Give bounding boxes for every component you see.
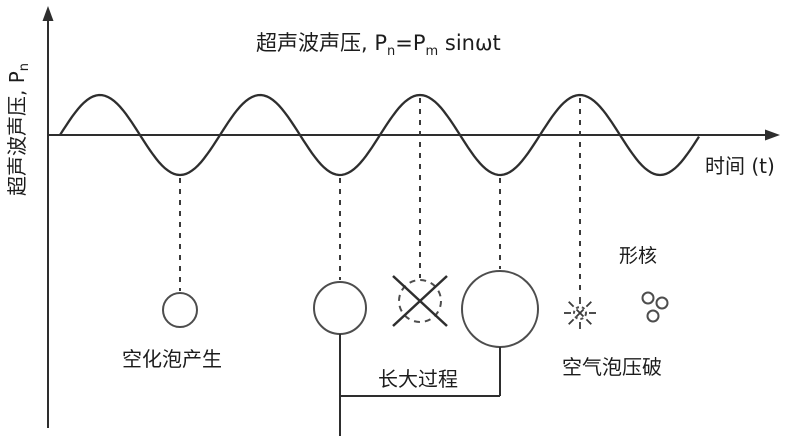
growth-bracket xyxy=(339,334,501,436)
crossed-bubble-icon xyxy=(392,275,448,327)
bubble-large xyxy=(461,270,539,348)
x-axis-label: 时间 (t) xyxy=(705,154,775,178)
y-axis-arrow-icon xyxy=(42,6,54,21)
label-nucleation: 形核 xyxy=(619,245,657,267)
bubble-medium xyxy=(313,281,367,335)
label-growth-process: 长大过程 xyxy=(378,367,458,391)
label-bubble-collapse: 空气泡压破 xyxy=(562,355,662,379)
label-bubble-generation: 空化泡产生 xyxy=(122,347,222,371)
collapse-burst-icon xyxy=(564,297,596,329)
sine-wave xyxy=(59,93,700,177)
bubble-small xyxy=(162,292,198,328)
y-axis-label: 超声波声压, Pn xyxy=(5,63,32,196)
x-axis-arrow-icon xyxy=(765,129,780,141)
chart-title: 超声波声压, Pn=Pm sinωt xyxy=(256,31,501,59)
nucleation-seeds-icon xyxy=(641,291,669,323)
